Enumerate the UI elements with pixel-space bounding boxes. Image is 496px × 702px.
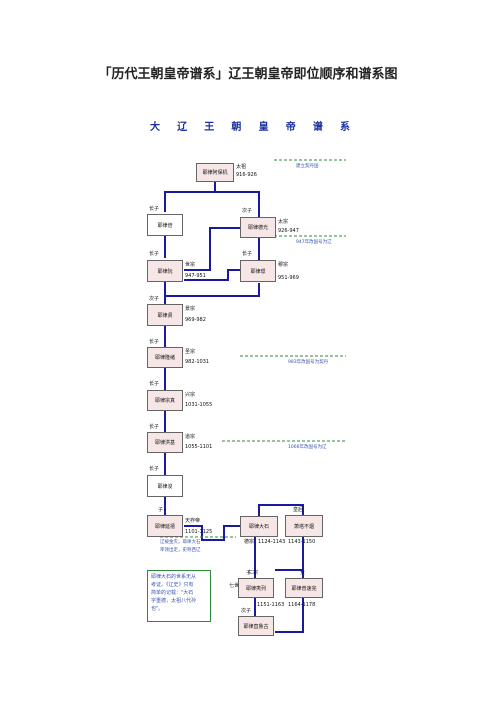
annotation: 947年改国号为辽 [296, 240, 332, 245]
relation-label: 长子 [149, 381, 160, 387]
relation-label: 长子 [242, 251, 253, 257]
chart-title: 大 辽 王 朝 皇 帝 谱 系 [150, 118, 350, 133]
relation-label: 长子 [149, 339, 160, 345]
reign-title: 圣宗 [185, 349, 196, 355]
person-node: 耶律洪基 [147, 432, 183, 453]
person-node: 耶律普速完 [285, 578, 323, 598]
chart-title-char: 王 [204, 122, 215, 133]
reign-years: 926-947 [278, 228, 299, 234]
connector-line [184, 269, 240, 281]
reign-years: 1164-1178 [288, 602, 316, 608]
connector-line [184, 227, 247, 271]
connector-line [275, 598, 304, 633]
chart-title-char: 辽 [177, 122, 188, 133]
reign-title: 仁宗 [248, 570, 259, 576]
reign-title: 天祚帝 [185, 518, 201, 524]
person-node: 萧塔不烟 [285, 515, 323, 537]
person-node: 耶律夷列 [238, 578, 274, 598]
chart-title-char: 皇 [258, 122, 269, 133]
reign-years: 951-969 [278, 275, 299, 281]
connector-line [165, 283, 260, 297]
connector-line [184, 525, 240, 541]
connector-line [164, 191, 215, 212]
person-node: 耶律隆绪 [147, 347, 183, 368]
relation-label: 次子 [149, 296, 160, 302]
reign-years: 1101-1125 [185, 529, 213, 535]
reign-years: 1151-1163 [257, 602, 285, 608]
reign-years: 1143-1150 [288, 539, 316, 545]
reign-title: 兴宗 [185, 392, 196, 398]
annotation: 辽被金灭，耶律大石 [160, 540, 201, 545]
reign-years: 969-982 [185, 317, 206, 323]
person-node: 耶律大石 [240, 516, 278, 537]
annotation: 983年改国号为契丹 [288, 360, 329, 365]
relation-label: 次子 [241, 608, 252, 614]
person-node: 耶律浚 [147, 475, 183, 497]
reign-title: 道宗 [185, 434, 196, 440]
relation-label: 长子 [149, 206, 160, 212]
person-node: 耶律延禧 [147, 515, 183, 537]
reign-years: 947-951 [185, 273, 206, 279]
person-node: 耶律贤 [147, 304, 183, 326]
person-node: 耶律阿保机 [196, 163, 234, 182]
chart-title-char: 朝 [231, 122, 242, 133]
connector-line [258, 504, 304, 516]
reign-title: 太祖 [236, 164, 247, 170]
relation-label: 子 [246, 570, 252, 576]
person-node: 耶律宗真 [147, 390, 183, 411]
reign-years: 1031-1055 [185, 402, 213, 408]
reign-title: 皇后 [293, 507, 304, 513]
annotation: 率领出走，史称西辽 [160, 548, 201, 553]
reign-years: 916-926 [236, 172, 257, 178]
relation-label: 女 [300, 570, 306, 576]
chart-title-char: 谱 [312, 122, 323, 133]
person-node: 耶律璟 [240, 260, 276, 282]
reign-title: 景宗 [185, 306, 196, 312]
reign-years: 982-1031 [185, 359, 210, 365]
reign-title: 太宗 [278, 219, 289, 225]
relation-label: 七世 [229, 583, 240, 589]
chart-title-char: 帝 [285, 122, 296, 133]
person-node: 耶律倍 [147, 214, 183, 236]
person-node: 耶律德光 [240, 217, 276, 238]
relation-label: 子 [158, 507, 164, 513]
reign-title: 穆宗 [278, 262, 289, 268]
relation-label: 长子 [149, 466, 160, 472]
relation-label: 长子 [149, 424, 160, 430]
reign-years: 1124-1143 [258, 539, 286, 545]
person-node: 耶律阮 [147, 260, 183, 282]
annotation: 1066年改国号为辽 [288, 445, 327, 450]
chart-title-char: 大 [150, 122, 160, 133]
reign-title: 德宗 [244, 539, 255, 545]
reign-title: 世宗 [185, 262, 196, 268]
relation-label: 长子 [149, 251, 160, 257]
reign-years: 1055-1101 [185, 444, 213, 450]
note-box: 耶律大石的世系无从 考证。《辽史》只有 简单的记载："大石 字重德，太祖八代孙 … [147, 570, 211, 622]
person-node: 耶律直鲁古 [238, 616, 274, 636]
annotation: 建立契丹国 [296, 164, 319, 169]
chart-title-char: 系 [339, 122, 350, 133]
page-title: 「历代王朝皇帝谱系」辽王朝皇帝即位顺序和谱系图 [98, 67, 398, 82]
relation-label: 次子 [242, 208, 253, 214]
connector-line [215, 191, 260, 217]
